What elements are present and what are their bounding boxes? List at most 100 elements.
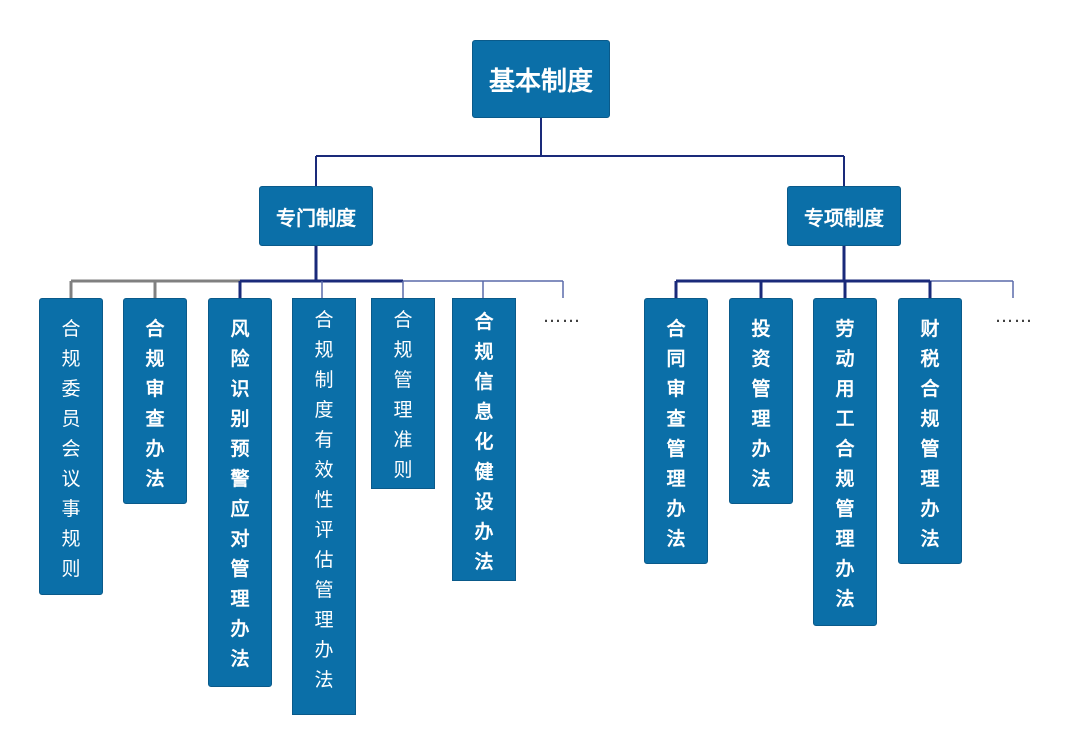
label-char: 管 <box>835 498 855 520</box>
label-char: 则 <box>393 459 413 481</box>
label-char: 查 <box>666 408 686 430</box>
label-char: 委 <box>61 378 81 400</box>
label-char: 办 <box>314 639 334 661</box>
label-char: 息 <box>474 401 494 423</box>
label-char: 法 <box>666 528 686 550</box>
label-char: 合 <box>474 311 494 333</box>
label-char: 别 <box>230 408 250 430</box>
label-char: 用 <box>835 378 855 400</box>
label-char: 设 <box>474 491 494 513</box>
label-char: 险 <box>230 348 250 370</box>
label-char: 准 <box>393 429 413 451</box>
label-char: 理 <box>666 468 686 490</box>
label-char: 理 <box>393 399 413 421</box>
label-char: 法 <box>474 551 494 573</box>
label-char: 理 <box>314 609 334 631</box>
label-char: 劳 <box>835 318 855 340</box>
label-char: 性 <box>314 489 334 511</box>
label-char: 财 <box>920 318 940 340</box>
label-char: 规 <box>145 348 165 370</box>
label-char: 办 <box>666 498 686 520</box>
label-char: 管 <box>393 369 413 391</box>
label-char: 管 <box>751 378 771 400</box>
label-char: 合 <box>835 438 855 460</box>
label-char: 员 <box>61 408 81 430</box>
label-char: 办 <box>474 521 494 543</box>
label-char: 法 <box>230 648 250 670</box>
leaf-node: 投资管理办法 <box>729 298 793 504</box>
label-char: 办 <box>145 438 165 460</box>
label-char: 理 <box>920 468 940 490</box>
label-char: 投 <box>751 318 771 340</box>
label-char: 议 <box>61 468 81 490</box>
leaf-node: 合规信息化健设办法 <box>452 298 516 581</box>
label-char: 健 <box>474 461 494 483</box>
label-char: 理 <box>751 408 771 430</box>
label-char: 事 <box>61 498 81 520</box>
label-char: 规 <box>393 339 413 361</box>
label-char: 法 <box>835 588 855 610</box>
label-char: 办 <box>920 498 940 520</box>
leaf-node: 合规委员会议事规则 <box>39 298 103 595</box>
label-char: 识 <box>230 378 250 400</box>
label-char: 规 <box>835 468 855 490</box>
label-char: 规 <box>61 348 81 370</box>
label-char: 应 <box>230 498 250 520</box>
label-char: 会 <box>61 438 81 460</box>
label-char: 制 <box>314 369 334 391</box>
more-ellipsis: …… <box>543 306 581 327</box>
label-char: 管 <box>920 438 940 460</box>
label-char: 查 <box>145 408 165 430</box>
leaf-node: 合规管理准则 <box>371 298 435 489</box>
category-label: 专项制度 <box>804 205 884 230</box>
label-char: 合 <box>314 309 334 331</box>
label-char: 规 <box>920 408 940 430</box>
label-char: 化 <box>474 431 494 453</box>
label-char: 警 <box>230 468 250 490</box>
label-char: 资 <box>751 348 771 370</box>
label-char: 法 <box>751 468 771 490</box>
label-char: 理 <box>230 588 250 610</box>
root-node: 基本制度 <box>472 40 610 118</box>
label-char: 审 <box>145 378 165 400</box>
label-char: 合 <box>393 309 413 331</box>
label-char: 办 <box>230 618 250 640</box>
label-char: 风 <box>230 318 250 340</box>
leaf-node: 合规制度有效性评估管理办法 <box>292 298 356 715</box>
label-char: 同 <box>666 348 686 370</box>
category-node-specific-system: 专项制度 <box>787 186 901 246</box>
label-char: 办 <box>751 438 771 460</box>
label-char: 合 <box>145 318 165 340</box>
label-char: 办 <box>835 558 855 580</box>
label-char: 信 <box>474 371 494 393</box>
label-char: 审 <box>666 378 686 400</box>
label-char: 法 <box>920 528 940 550</box>
label-char: 工 <box>835 408 855 430</box>
label-char: 规 <box>61 528 81 550</box>
label-char: 合 <box>666 318 686 340</box>
label-char: 法 <box>314 669 334 691</box>
leaf-node: 劳动用工合规管理办法 <box>813 298 877 626</box>
label-char: 度 <box>314 399 334 421</box>
label-char: 对 <box>230 528 250 550</box>
label-char: 评 <box>314 519 334 541</box>
label-char: 预 <box>230 438 250 460</box>
leaf-node: 合同审查管理办法 <box>644 298 708 564</box>
label-char: 法 <box>145 468 165 490</box>
label-char: 动 <box>835 348 855 370</box>
category-node-special-system: 专门制度 <box>259 186 373 246</box>
leaf-node: 财税合规管理办法 <box>898 298 962 564</box>
label-char: 税 <box>920 348 940 370</box>
label-char: 理 <box>835 528 855 550</box>
label-char: 管 <box>666 438 686 460</box>
label-char: 则 <box>61 558 81 580</box>
more-ellipsis: …… <box>995 306 1033 327</box>
label-char: 合 <box>920 378 940 400</box>
label-char: 合 <box>61 318 81 340</box>
label-char: 估 <box>314 549 334 571</box>
label-char: 规 <box>474 341 494 363</box>
leaf-node: 风险识别预警应对管理办法 <box>208 298 272 687</box>
label-char: 效 <box>314 459 334 481</box>
label-char: 管 <box>314 579 334 601</box>
